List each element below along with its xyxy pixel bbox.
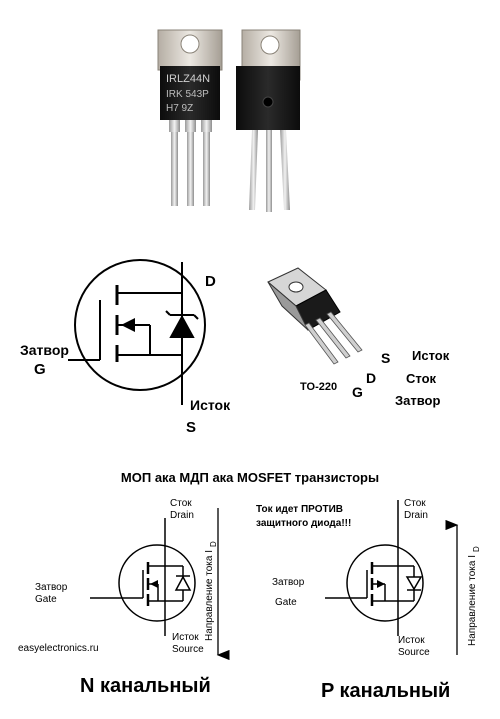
site-credit: easyelectronics.ru <box>18 643 99 654</box>
n-gate-en: Gate <box>35 594 57 605</box>
gate-label-ru: Затвор <box>20 342 69 358</box>
drain-label: D <box>205 273 216 290</box>
n-channel-symbol <box>90 518 196 636</box>
n-channel-caption: N канальный <box>80 675 211 697</box>
pin-s-label: S <box>381 350 390 366</box>
legend-gate: Затвор <box>395 393 441 408</box>
n-drain-ru: Сток <box>170 498 192 509</box>
to220-package-drawing <box>267 267 363 365</box>
marking-line-3: H7 9Z <box>166 103 193 114</box>
p-channel-caption: P канальный <box>321 680 450 702</box>
p-gate-ru: Затвор <box>272 577 305 588</box>
mosfet-symbol-large <box>68 259 206 405</box>
n-drain-en: Drain <box>170 510 194 521</box>
p-gate-en: Gate <box>275 597 297 608</box>
gate-label: G <box>34 361 46 378</box>
n-source-ru: Исток <box>172 632 199 643</box>
p-source-en: Source <box>398 647 430 658</box>
p-source-ru: Исток <box>398 635 425 646</box>
pin-g-label: G <box>352 384 363 400</box>
transistor-photo-front: IRLZ44N IRK 543P H7 9Z <box>157 29 223 206</box>
n-current-label: Направление тока ID <box>204 541 218 641</box>
n-channel-arrow <box>150 580 158 588</box>
warning-line-2: защитного диода!!! <box>256 518 351 529</box>
n-source-en: Source <box>172 644 204 655</box>
p-drain-ru: Сток <box>404 498 426 509</box>
transistor-photo-back <box>236 29 301 212</box>
bottom-title: МОП ака МДП ака MOSFET транзисторы <box>121 470 379 485</box>
p-channel-symbol <box>325 500 424 636</box>
legend-drain: Сток <box>406 371 437 386</box>
p-current-label: Направление тока ID <box>467 546 481 646</box>
pin-d-label: D <box>366 370 376 386</box>
source-label: S <box>186 419 196 436</box>
marking-line-1: IRLZ44N <box>166 73 210 85</box>
p-channel-arrow <box>377 580 385 588</box>
warning-line-1: Ток идет ПРОТИВ <box>256 504 343 515</box>
n-gate-ru: Затвор <box>35 582 68 593</box>
source-label-ru: Исток <box>190 397 231 413</box>
marking-line-2: IRK 543P <box>166 89 209 100</box>
channel-arrow <box>121 318 135 332</box>
legend-source: Исток <box>412 348 450 363</box>
p-drain-en: Drain <box>404 510 428 521</box>
package-name: TO-220 <box>300 381 337 393</box>
